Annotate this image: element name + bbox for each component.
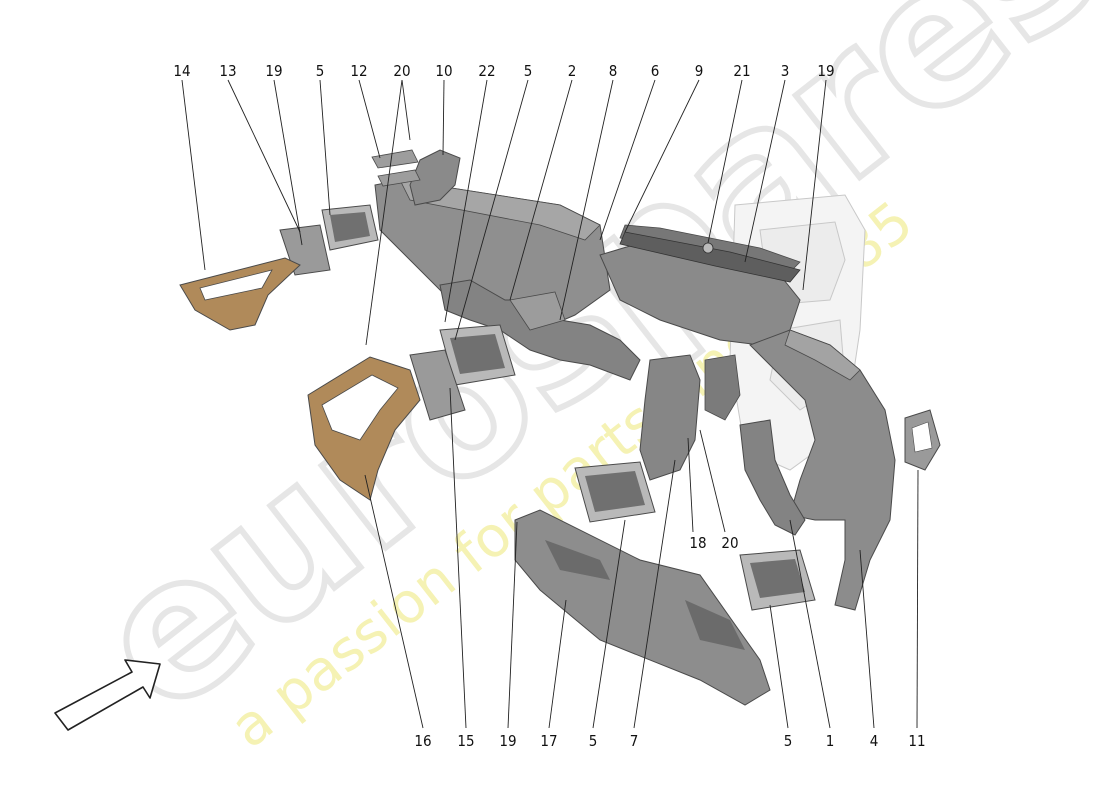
callout-label: 5 — [316, 62, 325, 80]
air-vent-center — [574, 461, 656, 523]
callout-label: 19 — [817, 62, 834, 80]
right-duct — [749, 329, 896, 611]
vent-bezel-mid — [409, 349, 466, 421]
callout-label: 3 — [781, 62, 790, 80]
callout-label: 2 — [568, 62, 577, 80]
defrost-vent — [619, 231, 801, 283]
air-vent-right — [739, 549, 816, 611]
callout-label: 18 — [689, 534, 706, 552]
callout-label: 5 — [784, 732, 793, 750]
callout-label: 13 — [219, 62, 236, 80]
callout-label: 7 — [630, 732, 639, 750]
callout-label: 20 — [393, 62, 410, 80]
callout-labels-top: 14 13 19 5 12 20 10 22 5 2 8 6 9 21 3 19 — [173, 62, 834, 80]
trim-surround-16 — [307, 356, 421, 501]
callout-label: 19 — [499, 732, 516, 750]
watermark: eurospares a passion for parts since 198… — [54, 0, 1100, 761]
callout-label: 15 — [457, 732, 474, 750]
callout-label: 16 — [414, 732, 431, 750]
small-upper-duct — [371, 149, 461, 206]
air-vent-upper-left — [321, 204, 379, 251]
callout-label: 10 — [435, 62, 452, 80]
callout-label: 21 — [733, 62, 750, 80]
callout-labels-bottom: 16 15 19 17 5 7 5 1 4 11 — [414, 732, 925, 750]
callout-label: 14 — [173, 62, 190, 80]
right-lower-duct — [739, 419, 806, 536]
callout-label: 4 — [870, 732, 879, 750]
callout-label: 22 — [478, 62, 495, 80]
callout-label: 19 — [265, 62, 282, 80]
watermark-brand: eurospares — [57, 0, 1100, 755]
callout-label: 5 — [524, 62, 533, 80]
callout-label: 20 — [721, 534, 738, 552]
leader-lines — [181, 79, 919, 729]
callout-label: 9 — [695, 62, 704, 80]
direction-arrow — [54, 659, 161, 731]
callout-label: 8 — [609, 62, 618, 80]
callout-label: 1 — [826, 732, 835, 750]
side-vent — [904, 409, 941, 471]
callout-label: 17 — [540, 732, 557, 750]
callout-label: 12 — [350, 62, 367, 80]
callout-label: 11 — [908, 732, 925, 750]
central-plenum — [439, 279, 641, 381]
lower-panel — [514, 509, 771, 706]
mid-duct — [639, 354, 741, 481]
callout-label: 5 — [589, 732, 598, 750]
trim-surround-14 — [179, 257, 301, 331]
callout-label: 6 — [651, 62, 660, 80]
